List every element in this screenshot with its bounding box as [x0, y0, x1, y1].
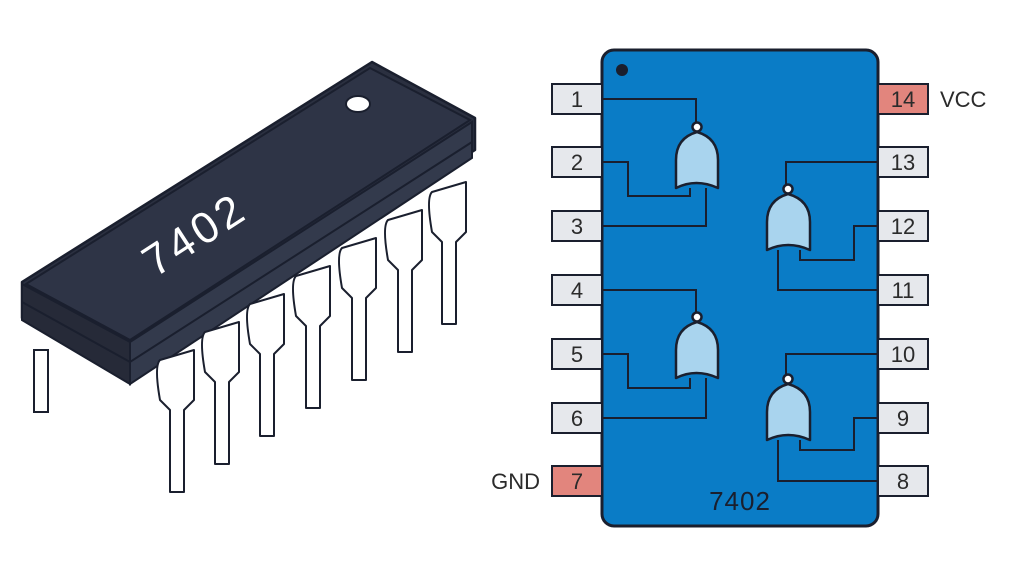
- pin-number: 14: [891, 87, 915, 112]
- pin-number: 11: [892, 278, 915, 303]
- nor-gate-1: [674, 121, 720, 190]
- pin-number: 8: [897, 469, 909, 494]
- gnd-label: GND: [491, 469, 540, 494]
- pin-10: 10: [877, 338, 929, 370]
- dip-package-illustration: 7402: [20, 60, 477, 493]
- pin-7-gnd: 7: [551, 465, 603, 497]
- pin-number: 4: [571, 278, 583, 303]
- nor-gate-3: [674, 311, 720, 380]
- pin-number: 7: [571, 469, 583, 494]
- internal-wiring: [602, 98, 878, 482]
- pin-6: 6: [551, 402, 603, 434]
- pin-number: 5: [571, 342, 583, 367]
- pin-number: 10: [891, 342, 915, 367]
- pin-4: 4: [551, 274, 603, 306]
- nor-gates: [674, 121, 812, 442]
- chip-label: 7402: [709, 486, 771, 516]
- pin-13: 13: [877, 146, 929, 178]
- nor-gate-4: [765, 373, 812, 442]
- left-pins: 1 2 3 4 5 6 7: [491, 83, 603, 497]
- pin-3: 3: [551, 210, 603, 242]
- pin-1: 1: [551, 83, 603, 115]
- pin1-dot: [616, 64, 628, 76]
- right-pins: 14 13 12 11 10 9: [877, 83, 987, 497]
- pin-5: 5: [551, 338, 603, 370]
- pinout-diagram: 7402: [491, 48, 987, 528]
- dip-front-legs: [156, 181, 467, 493]
- pin-number: 1: [571, 87, 583, 112]
- pin-number: 6: [571, 406, 583, 431]
- pin-number: 13: [891, 150, 915, 175]
- pin-number: 2: [571, 150, 583, 175]
- pin-12: 12: [877, 210, 929, 242]
- vcc-label: VCC: [940, 87, 987, 112]
- nor-gate-2: [765, 183, 812, 252]
- pin-number: 3: [571, 214, 583, 239]
- pin-9: 9: [877, 402, 929, 434]
- pin-11: 11: [877, 274, 929, 306]
- pin-14-vcc: 14: [877, 83, 929, 115]
- pin-2: 2: [551, 146, 603, 178]
- pin-number: 9: [897, 406, 909, 431]
- pin-number: 12: [891, 214, 915, 239]
- chip-body: [600, 48, 880, 528]
- pin-8: 8: [877, 465, 929, 497]
